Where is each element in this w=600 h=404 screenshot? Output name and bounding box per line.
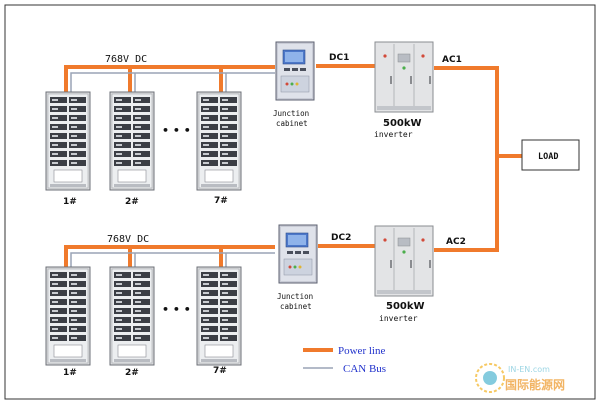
watermark-name: 国际能源网 xyxy=(505,377,565,392)
top-inverter xyxy=(374,41,434,113)
top-battery-rack-7 xyxy=(196,91,242,191)
top-junction-label-line2: cabinet xyxy=(276,119,308,128)
bottom-junction-label-line2: cabinet xyxy=(280,302,312,311)
ac2-line xyxy=(434,156,499,252)
bottom-rack-label-1: 1# xyxy=(63,368,77,378)
top-bus-voltage-label: 768V DC xyxy=(105,54,147,65)
top-inverter-power: 500kW xyxy=(383,118,422,129)
watermark-sun-icon xyxy=(475,363,505,393)
bottom-subsystem: 768V DC • • • 1# 2# 7# Junction cabinet … xyxy=(45,156,499,378)
bottom-battery-rack-2 xyxy=(109,266,155,366)
top-inverter-label: inverter xyxy=(374,130,413,139)
bottom-bus-voltage-label: 768V DC xyxy=(107,234,149,245)
ac1-line xyxy=(434,66,522,158)
top-rack-ellipsis: • • • xyxy=(162,124,191,137)
bottom-rack-label-7: 7# xyxy=(213,366,227,376)
bottom-inverter xyxy=(374,225,434,297)
bottom-battery-rack-1 xyxy=(45,266,91,366)
ac1-label: AC1 xyxy=(442,55,462,65)
legend: Power line CAN Bus xyxy=(303,345,386,375)
top-dc-power-bus xyxy=(64,65,275,92)
bottom-junction-label-line1: Junction xyxy=(277,292,313,301)
bottom-rack-label-2: 2# xyxy=(125,368,139,378)
dc1-label: DC1 xyxy=(329,53,349,63)
watermark: IN-EN.com 国际能源网 xyxy=(475,363,565,393)
bottom-junction-cabinet xyxy=(278,224,318,284)
top-can-bus xyxy=(70,72,275,92)
top-battery-rack-2 xyxy=(109,91,155,191)
top-junction-cabinet xyxy=(275,41,315,101)
top-battery-rack-1 xyxy=(45,91,91,191)
load-box-frame xyxy=(521,139,580,171)
load-label: LOAD xyxy=(538,152,558,162)
bottom-dc-power-bus xyxy=(64,245,275,267)
bottom-inverter-power: 500kW xyxy=(386,301,425,312)
legend-can-label: CAN Bus xyxy=(343,363,386,375)
bottom-rack-ellipsis: • • • xyxy=(162,303,191,316)
top-rack-label-7: 7# xyxy=(214,196,228,206)
ac2-label: AC2 xyxy=(446,237,466,247)
watermark-logo-icon xyxy=(483,371,497,385)
top-rack-label-1: 1# xyxy=(63,197,77,207)
load-box: LOAD xyxy=(521,139,580,171)
top-junction-label-line1: Junction xyxy=(273,109,309,118)
legend-power-label: Power line xyxy=(338,345,385,357)
bottom-can-bus xyxy=(70,252,275,267)
watermark-domain: IN-EN.com xyxy=(508,365,550,374)
bottom-inverter-label: inverter xyxy=(379,314,418,323)
dc2-label: DC2 xyxy=(331,233,351,243)
top-subsystem: 768V DC • • • 1# 2# 7# Junction cabinet … xyxy=(45,41,522,207)
top-rack-label-2: 2# xyxy=(125,197,139,207)
bottom-battery-rack-7 xyxy=(196,266,242,366)
